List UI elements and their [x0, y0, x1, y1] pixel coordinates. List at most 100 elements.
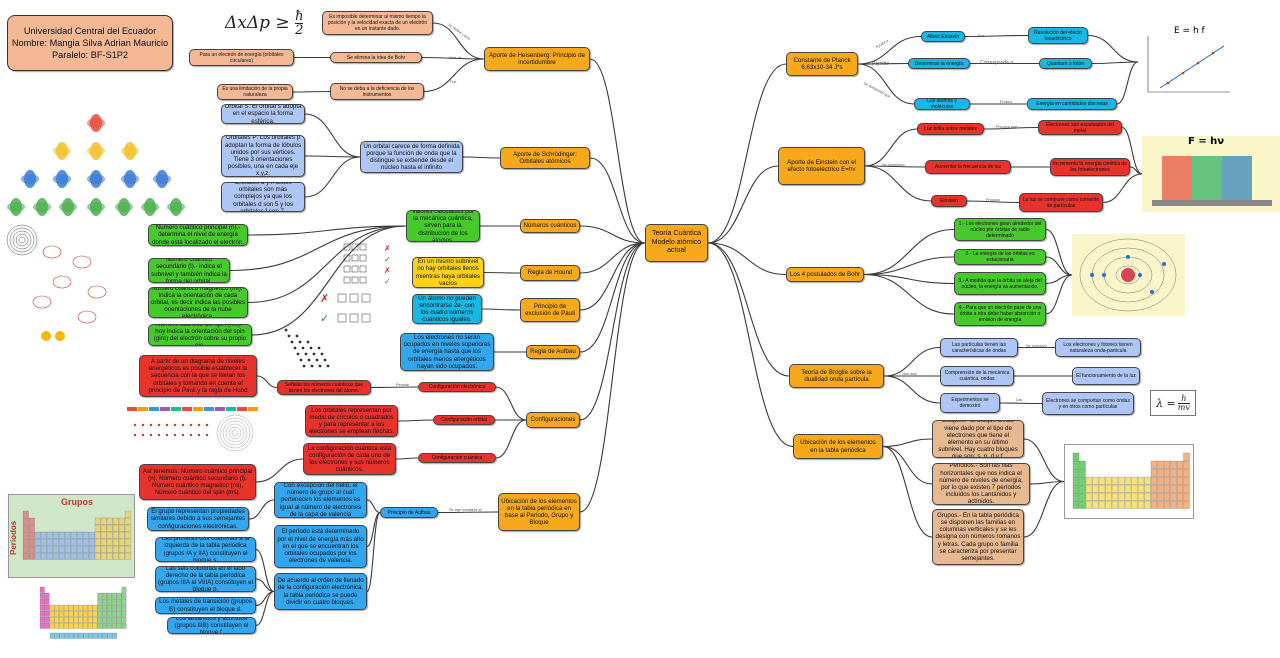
connector [707, 242, 787, 276]
node-ein-c[interactable]: Einstein [931, 195, 967, 207]
periodic-cell [64, 545, 71, 553]
node-tp-periodos[interactable]: Periodos.- Son las filas horizontales qu… [932, 463, 1030, 505]
node-qn-l[interactable]: Número cuántico secundario (l).- indica … [148, 258, 230, 283]
config-dot [157, 423, 161, 427]
periodic-cell [112, 517, 119, 525]
hund-box [343, 276, 351, 284]
node-ubicacion[interactable]: Ubicación de los elementos en la tabla p… [498, 493, 580, 531]
node-conf-cuantica[interactable]: Configuración cuántica [418, 453, 496, 463]
node-conf-e-b[interactable]: A partir de un diagrama de niveles energ… [139, 355, 257, 397]
periodic-cell [46, 538, 53, 546]
node-ubic-b[interactable]: El período está determinado por el nivel… [274, 525, 367, 568]
node-ein-b1[interactable]: Incrementa la energía cinética de los fo… [1050, 158, 1130, 176]
node-debr-a1[interactable]: Los electrones y fotones tienen naturale… [1055, 338, 1141, 357]
periodic-cell [22, 524, 29, 532]
block-cell [102, 610, 108, 617]
node-qn-s[interactable]: Número cuántico del spin (ms).- hoy indi… [148, 324, 252, 346]
node-pauli-a[interactable]: Un átomo no pueden encontrarse 2e- con l… [412, 294, 482, 324]
periodic-cell [1118, 476, 1125, 485]
node-bloque-d[interactable]: Los metales de transición (grupos B) con… [155, 597, 256, 614]
node-heis-a[interactable]: Es imposible determinar al mismo tiempo … [322, 11, 433, 35]
node-planck[interactable]: Constante de Planck 6,63x10-34 J*s [786, 52, 858, 76]
label-ein-c-mid: Propuso [986, 198, 1001, 202]
node-heis-b1[interactable]: Para un electrón de energía (orbitales c… [189, 49, 294, 66]
node-schrodinger[interactable]: Aporte de Schrödinger: Orbitales atómico… [500, 147, 590, 169]
node-bloque-p[interactable]: Las seis columnas en el lado derecho de … [155, 566, 256, 592]
pauli-drawing: ✗✓ [320, 293, 371, 325]
node-ein-a1[interactable]: Electrones son expulsados del metal [1038, 120, 1122, 135]
node-ubic-principio[interactable]: Principio de Aufbau [380, 507, 438, 518]
node-schr-df[interactable]: Orbitales d y f: Estos orbitales son más… [221, 182, 305, 212]
center-node[interactable]: Teoría Cuántica Modelo atómico actual [645, 224, 708, 262]
node-bohr-4[interactable]: 4.- Para que un electrón pase de una órb… [954, 302, 1046, 326]
config-dot [189, 433, 193, 437]
node-conf-e-a[interactable]: Señalar los números cuánticos que tienen… [277, 380, 371, 395]
node-bloque-s[interactable]: Las primeras dos columnas a la izquierda… [155, 537, 256, 562]
node-planck-b[interactable]: Determinar la energía [908, 58, 970, 69]
node-hund[interactable]: Regla de Hound [520, 265, 580, 281]
node-heis-c[interactable]: No se deba a la deficiencia de los instr… [330, 83, 424, 100]
node-grupo[interactable]: El grupo representan propiedades similar… [147, 507, 249, 531]
node-debr-b[interactable]: Comprensión de la mecánica cuántica, ond… [940, 366, 1014, 386]
node-debr-c1[interactable]: Electrones se comportan como ondas y en … [1042, 392, 1134, 415]
node-ein-b[interactable]: Aumentar la frecuencia de luz [925, 160, 1011, 174]
node-einstein[interactable]: Aporte de Einstein con el efecto fotoelé… [778, 147, 865, 185]
node-ein-c1[interactable]: La luz se compone como corriente de part… [1019, 193, 1103, 212]
node-ubic-c[interactable]: De acuerdo al orden de llenado de la con… [274, 573, 367, 610]
planck-graph-drawing [1147, 36, 1230, 93]
node-debr-c[interactable]: Experimentos se demostró [940, 393, 1000, 413]
node-schr-s[interactable]: Orbital S: El orbital s adopta en el esp… [221, 104, 305, 124]
node-planck-b1[interactable]: Quantum o fotón [1039, 58, 1092, 69]
node-planck-a[interactable]: Albert Einstein [921, 31, 965, 42]
node-tp-bloques[interactable]: Bloques.- El bloque divido viene dado po… [932, 420, 1024, 458]
periodic-cell [1176, 500, 1184, 509]
node-conf-q-a[interactable]: La configuración cuántica está configura… [303, 443, 396, 475]
config-strip [237, 407, 247, 411]
aufbau-dot [315, 358, 319, 362]
connector [437, 511, 499, 514]
node-qn-a[interactable]: Valores calculados por la mecánica cuánt… [406, 210, 480, 242]
periodic-cell [1170, 468, 1177, 477]
light-blue [1222, 156, 1252, 200]
orbital-lobe [121, 146, 139, 156]
node-qn-m[interactable]: Número cuántico magnético (ml).- indica … [148, 287, 248, 318]
connector [256, 375, 278, 389]
node-bloque-f[interactable]: Los lantánidos y actínidos (grupos IIIB)… [167, 617, 256, 634]
node-conf-electronica[interactable]: Configuración electrónica [418, 382, 496, 392]
node-ubic-a[interactable]: Con excepción del helio, el número de gr… [274, 482, 367, 518]
orbital-lobe [87, 118, 105, 128]
node-tp-grupos[interactable]: Grupos.- En la tabla periódica se dispon… [932, 509, 1024, 565]
node-schr-p[interactable]: Orbitales P: Los orbitales p adoptan la … [221, 135, 305, 177]
node-debr-a[interactable]: Las partículas tienen las característica… [940, 338, 1018, 357]
node-bohr[interactable]: Los 4 postulados de Bohr [786, 267, 864, 282]
node-planck-a1[interactable]: Resolución del efecto fotoeléctrico [1028, 27, 1088, 44]
heisenberg-lhs: ΔxΔp ≥ [225, 13, 290, 33]
node-schr-a[interactable]: Un orbital carece de forma definida porq… [360, 141, 463, 173]
node-numeros-cuanticos[interactable]: Números cuánticos [520, 219, 580, 233]
node-conf-o-a[interactable]: Los orbitales representan por medio de c… [305, 405, 398, 437]
config-strip [171, 407, 181, 411]
periodic-cell [1072, 468, 1080, 477]
node-bohr-2[interactable]: 2.- La energía de las órbitas es estacio… [954, 249, 1046, 265]
node-heisenberg[interactable]: Aporte de Heisenberg: Principio de incer… [484, 47, 590, 71]
node-conf-orbital[interactable]: Configuración orbital [433, 415, 495, 425]
node-debroglie[interactable]: Teoría de Broglie sobre la dualidad onda… [789, 364, 884, 388]
node-qn-n[interactable]: Número cuántico principal (n).- determin… [148, 224, 248, 246]
node-tabla-periodica[interactable]: Ubicación de los elementos en la tabla p… [793, 434, 883, 459]
node-planck-c[interactable]: Los átomos y moléculas [914, 98, 970, 110]
node-configuraciones[interactable]: Configuraciones [526, 412, 580, 428]
node-ein-a[interactable]: Luz brilla sobre metales [917, 123, 984, 135]
node-planck-c1[interactable]: Energía en cantidades discretas [1027, 98, 1117, 110]
node-heis-b[interactable]: Se elimina la idea de Bohr [330, 52, 422, 63]
node-aufbau-a[interactable]: Los electrones no serán ocupados en nive… [400, 333, 494, 371]
node-aufbau[interactable]: Regla de Aufbau [526, 345, 580, 359]
orbital-sketch [87, 285, 107, 299]
node-pauli[interactable]: Principio de exclusión de Pauli [520, 298, 580, 322]
node-hund-a[interactable]: En un mismo subnivel no hay orbitales ll… [412, 257, 484, 288]
node-heis-c1[interactable]: Es una limitación de la propia naturalez… [217, 84, 293, 100]
node-bohr-1[interactable]: 1.- Los electrones giran alrededor del n… [954, 218, 1046, 241]
periodic-cell [1170, 484, 1177, 493]
node-conf-q-b[interactable]: Así tenemos: Número cuántico principal (… [139, 464, 256, 500]
node-bohr-3[interactable]: 3.- A medida que la órbita se aleja del … [954, 272, 1046, 295]
node-debr-b1[interactable]: El funcionamiento de la luz [1072, 367, 1140, 385]
